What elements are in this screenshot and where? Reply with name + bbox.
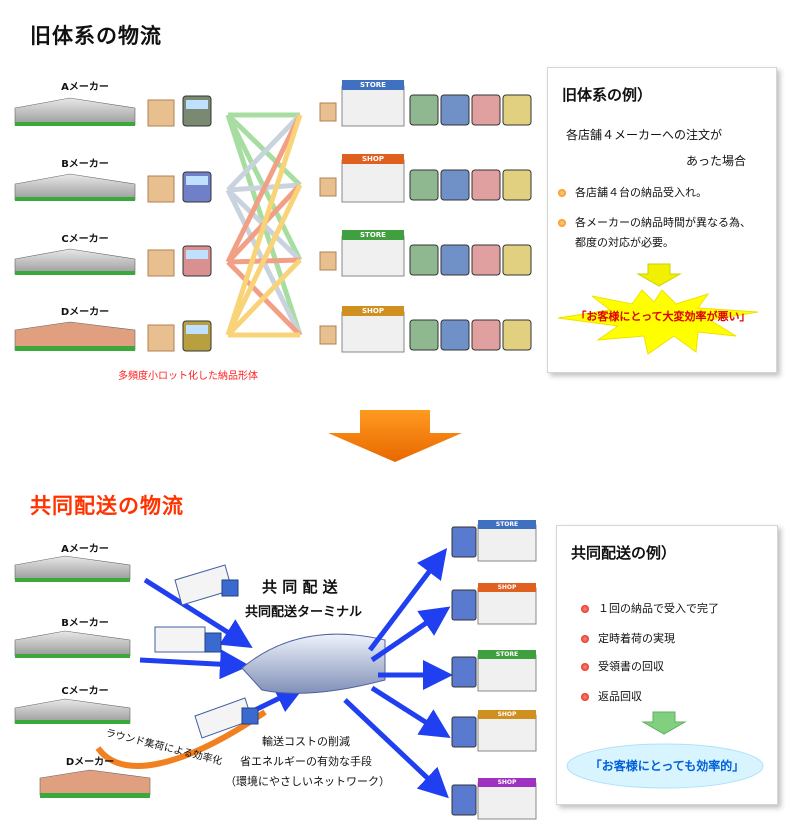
- old-delivery-arrows: [225, 112, 303, 338]
- old-cargo-boxes: [147, 99, 175, 352]
- new-store-sign-5: SHOP: [497, 779, 517, 786]
- new-panel-item-3: 受領書の回収: [581, 658, 664, 674]
- old-store-sign-1: STORE: [360, 81, 386, 89]
- new-warehouse-d: [39, 769, 151, 798]
- new-item2-text: 定時着荷の実現: [598, 632, 675, 645]
- old-panel-bullet1: 各店舗４台の納品受入れ。: [558, 184, 707, 200]
- benefit-energy: 省エネルギーの有効な手段: [240, 755, 372, 768]
- old-example-panel: 旧体系の例） 各店舗４メーカーへの注文が あった場合 各店舗４台の納品受入れ。 …: [547, 67, 777, 373]
- old-store-sign-4: SHOP: [362, 307, 384, 315]
- old-warehouse-d: [14, 321, 136, 351]
- new-warehouse-b: [14, 630, 131, 658]
- new-warehouse-a: [14, 555, 131, 582]
- new-panel-item-4: 返品回収: [581, 688, 642, 704]
- old-panel-line1: 各店舗４メーカーへの注文が: [566, 128, 723, 142]
- new-store-sign-2: SHOP: [497, 584, 517, 591]
- old-warehouse-c: [14, 248, 136, 275]
- old-panel-line2: あった場合: [686, 154, 747, 168]
- old-maker-d-label: Dメーカー: [60, 307, 110, 318]
- red-bullet-icon: [581, 635, 589, 643]
- new-panel-item-1: １回の納品で受入で完了: [581, 600, 719, 616]
- old-caption: 多頻度小ロット化した納品形体: [118, 371, 258, 382]
- new-stores: [451, 520, 537, 820]
- benefit-eco: （環境にやさしいネットワーク）: [225, 775, 390, 788]
- new-section-title: 共同配送の物流: [30, 494, 184, 518]
- new-panel-result: 「お客様にとっても効率的」: [589, 759, 745, 773]
- new-maker-a-label: Aメーカー: [61, 544, 109, 555]
- yellow-down-arrow-icon: [636, 263, 682, 287]
- old-bullet1-text: 各店舗４台の納品受入れ。: [575, 186, 708, 199]
- orange-bullet-icon: [558, 219, 566, 227]
- new-maker-c-label: Cメーカー: [61, 686, 109, 697]
- old-section-title: 旧体系の物流: [30, 24, 162, 48]
- old-store-sign-3: STORE: [360, 231, 386, 239]
- kyodo-label: 共 同 配 送: [262, 578, 338, 596]
- old-stores: [319, 80, 405, 353]
- red-bullet-icon: [581, 605, 589, 613]
- terminal-building: [241, 633, 386, 694]
- old-store-sign-2: SHOP: [362, 155, 384, 163]
- new-item3-text: 受領書の回収: [598, 660, 664, 673]
- old-maker-a-label: Aメーカー: [61, 82, 109, 93]
- new-store-sign-4: SHOP: [497, 711, 517, 718]
- new-panel-item-2: 定時着荷の実現: [581, 630, 675, 646]
- red-bullet-icon: [581, 663, 589, 671]
- old-panel-title: 旧体系の例）: [562, 86, 653, 104]
- new-maker-d-label: Dメーカー: [65, 757, 115, 768]
- new-warehouse-c: [14, 698, 131, 724]
- new-panel-title: 共同配送の例）: [571, 544, 677, 562]
- old-maker-b-label: Bメーカー: [61, 159, 109, 170]
- terminal-label: 共同配送ターミナル: [245, 605, 363, 620]
- old-store-trucks: [409, 94, 532, 351]
- old-warehouse-b: [14, 173, 136, 201]
- new-panel-graphics: [566, 711, 764, 789]
- new-example-panel: 共同配送の例） １回の納品で受入で完了 定時着荷の実現 受領書の回収 返品回収 …: [556, 525, 778, 805]
- collection-trucks: [154, 564, 259, 739]
- new-store-sign-1: STORE: [495, 521, 519, 528]
- old-panel-bullet2: 各メーカーの納品時間が異なる為、: [558, 214, 751, 230]
- green-down-arrow-icon: [641, 711, 687, 735]
- old-panel-graphics: [557, 263, 759, 355]
- new-maker-b-label: Bメーカー: [61, 618, 109, 629]
- transition-arrow: [328, 410, 462, 462]
- benefit-cost: 輸送コストの削減: [262, 735, 350, 748]
- old-warehouse-a: [14, 97, 136, 126]
- old-maker-trucks: [182, 95, 212, 352]
- round-pickup-curve: [95, 709, 267, 769]
- collection-arrows: [139, 577, 306, 713]
- new-item4-text: 返品回収: [598, 690, 642, 703]
- old-bullet2-text-line1: 各メーカーの納品時間が異なる為、: [575, 216, 751, 229]
- red-bullet-icon: [581, 693, 589, 701]
- old-panel-result: 「お客様にとって大変効率が悪い」: [575, 310, 751, 323]
- delivery-arrows: [343, 548, 453, 799]
- starburst-icon: [557, 289, 759, 355]
- new-item1-text: １回の納品で受入で完了: [598, 602, 719, 615]
- old-bullet2-text-line2: 都度の対応が必要。: [575, 236, 674, 249]
- old-maker-c-label: Cメーカー: [61, 234, 109, 245]
- new-store-sign-3: STORE: [495, 651, 519, 658]
- orange-bullet-icon: [558, 189, 566, 197]
- cloud-icon: [566, 743, 764, 789]
